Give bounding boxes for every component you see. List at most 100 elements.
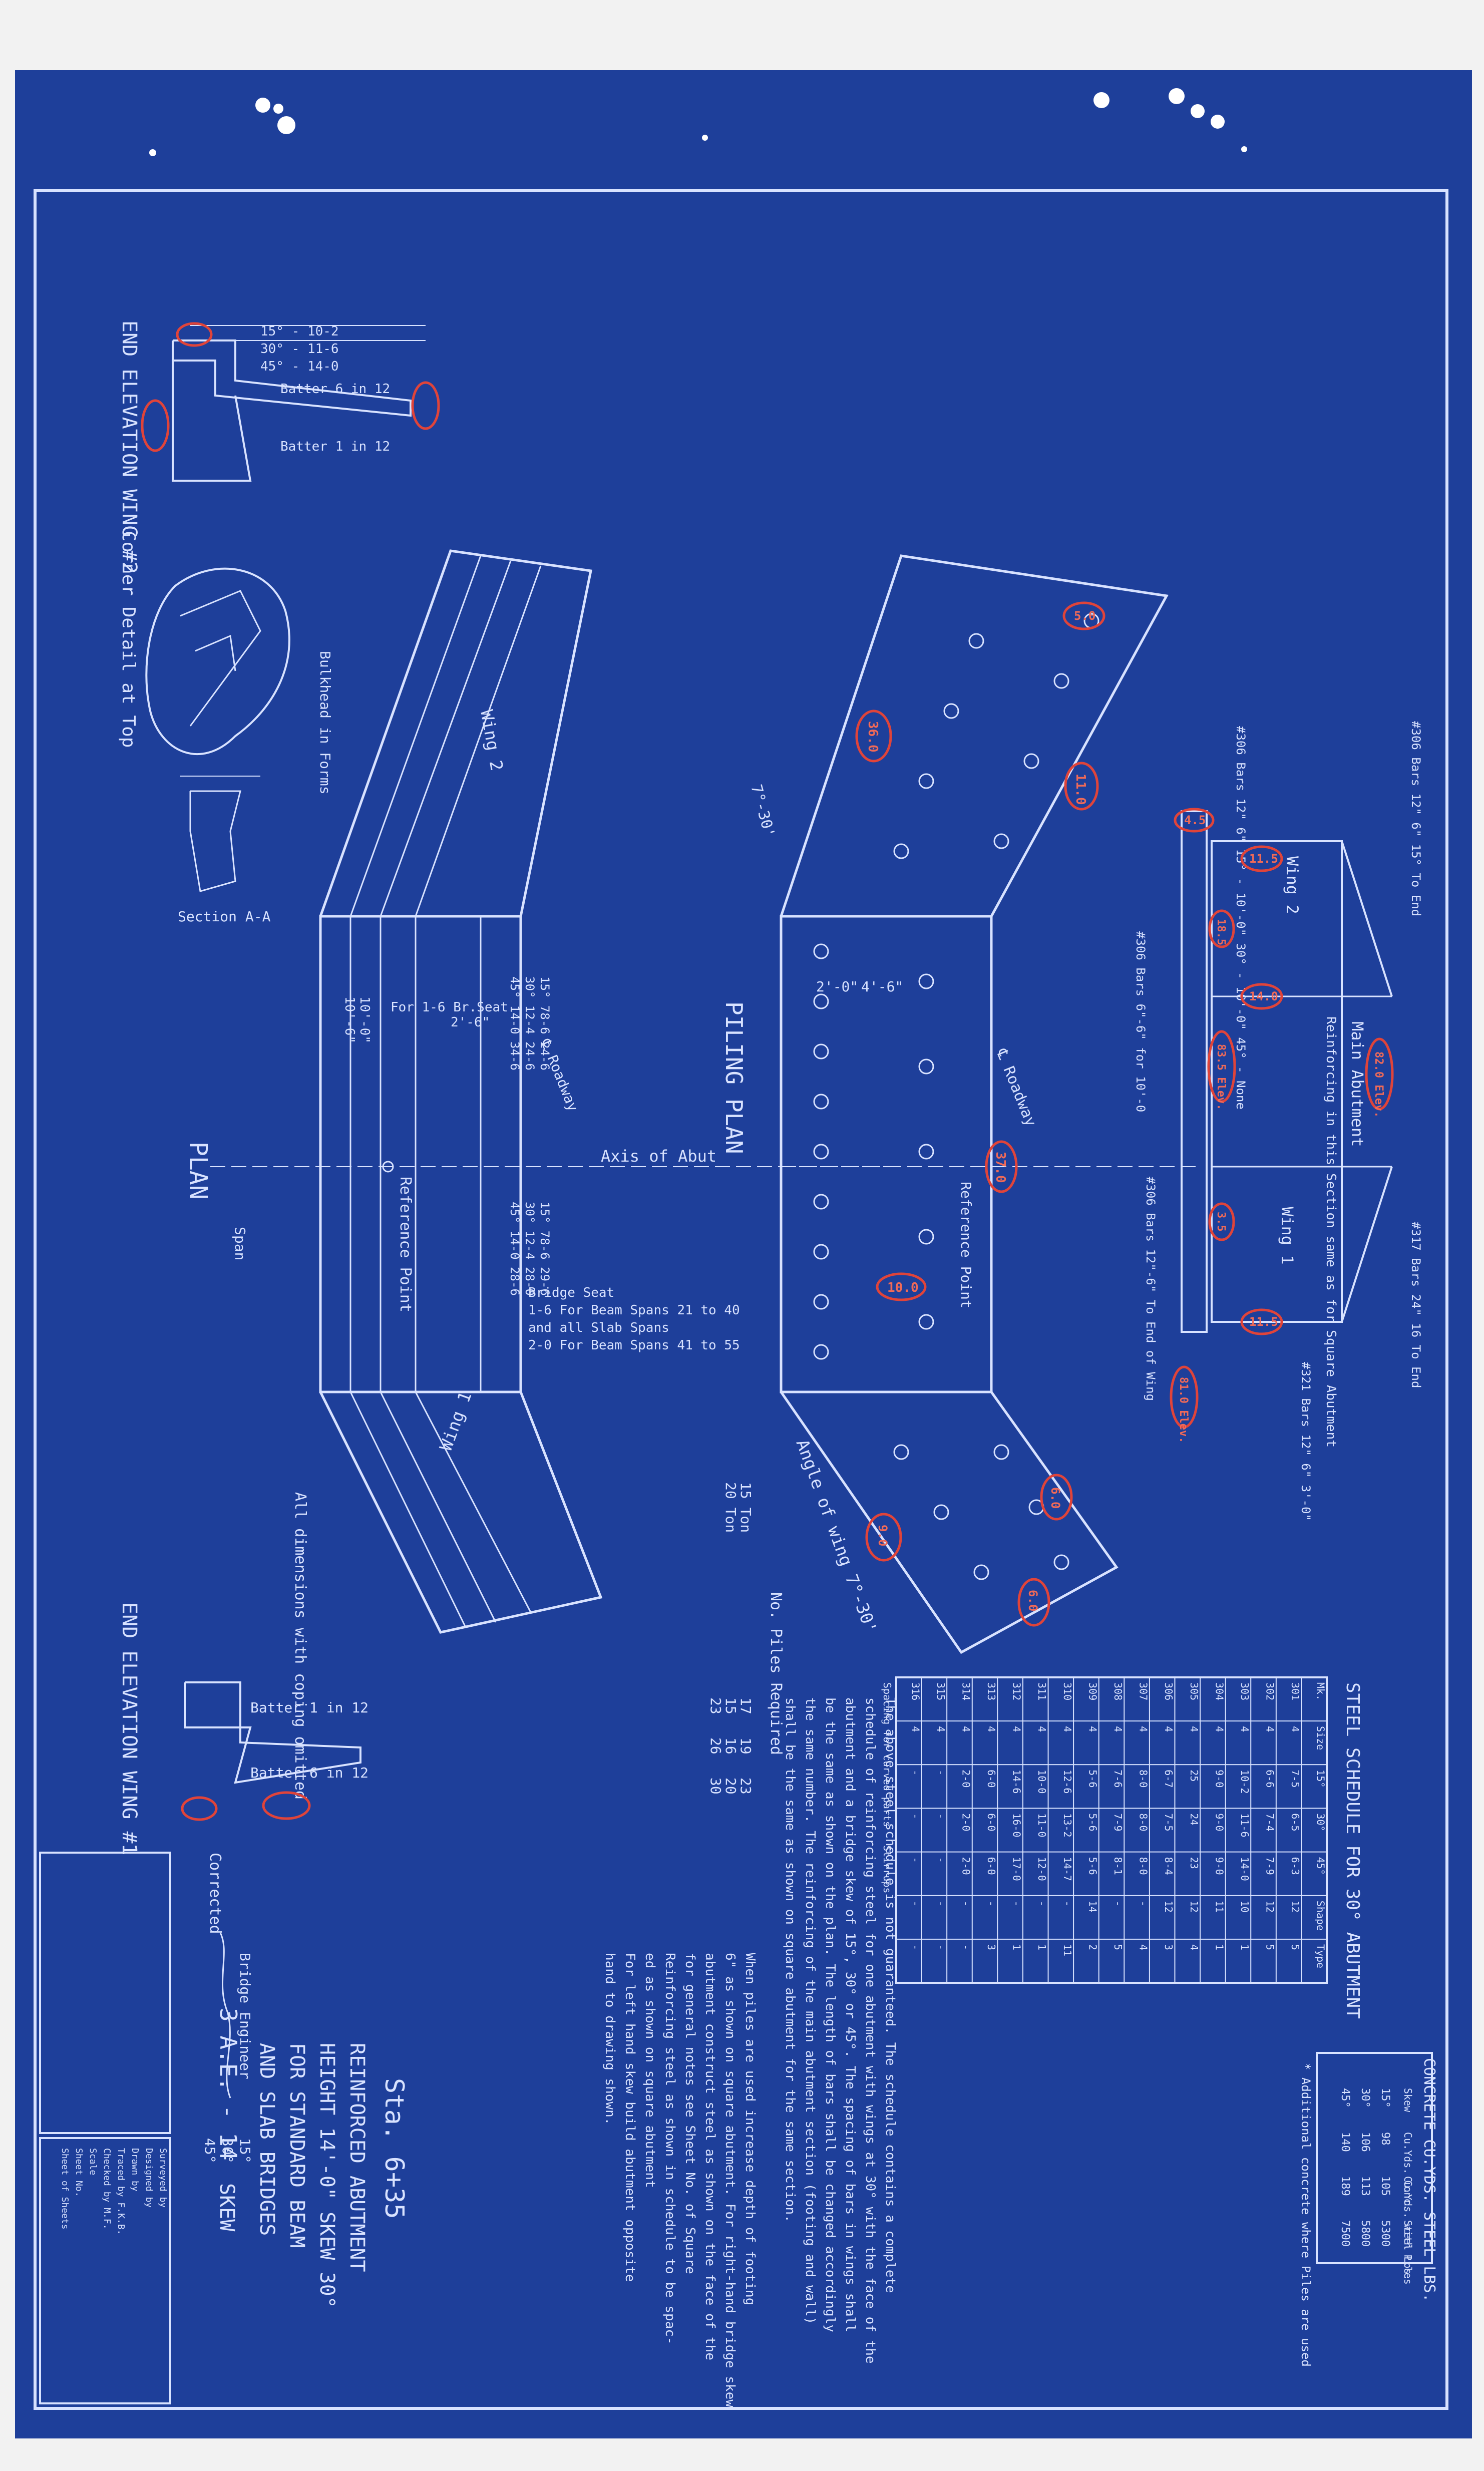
schedule-cell: 11-0 (1036, 1813, 1048, 1837)
concrete-header: Cu.Yds. with Piles (1402, 2176, 1414, 2285)
credit-line: Drawn by (130, 2148, 140, 2192)
end-elevation-wing-2-title: END ELEVATION WING #2 (118, 320, 141, 574)
schedule-cell: 4 (985, 1726, 997, 1732)
credit-line: Designed by (144, 2148, 154, 2208)
schedule-cell: 1 (1239, 1944, 1251, 1950)
svg-text:CONCRETE CU.YDS. STEEL LBS.: CONCRETE CU.YDS. STEEL LBS. (1420, 2058, 1438, 2302)
schedule-cell: 2 (1086, 1944, 1098, 1950)
schedule-cell: 12 (1264, 1901, 1276, 1913)
concrete-cell: 140 (1339, 2132, 1351, 2152)
schedule-cell: - (960, 1944, 972, 1950)
note-line: abutment construct steel as shown on the… (702, 1953, 717, 2360)
credit-line: Surveyed by (158, 2148, 168, 2208)
concrete-cell: 5800 (1359, 2220, 1371, 2247)
schedule-cell: 5 (1289, 1944, 1301, 1950)
schedule-cell: 302 (1264, 1682, 1276, 1700)
end-elevation-wing-2: END ELEVATION WING #2 15° - 10-2 30° - 1… (118, 320, 440, 574)
schedule-cell: 4 (1061, 1726, 1073, 1732)
note-line: The above steel schedule is not guarante… (883, 1697, 898, 2293)
schedule-cell: 5-6 (1086, 1770, 1098, 1788)
svg-text:30: 30 (707, 1778, 724, 1795)
svg-text:45° 14-0 34-6: 45° 14-0 34-6 (508, 976, 522, 1071)
concrete-cell: 98 (1379, 2132, 1391, 2146)
schedule-cell: 316 (909, 1682, 921, 1700)
svg-text:11.5: 11.5 (1249, 852, 1278, 866)
schedule-cell: - (1036, 1901, 1048, 1907)
svg-text:15° 78-6 24-6: 15° 78-6 24-6 (538, 976, 552, 1071)
svg-text:18.5: 18.5 (1215, 919, 1227, 945)
svg-text:4.5: 4.5 (1184, 813, 1206, 827)
schedule-cell: 9-0 (1213, 1770, 1225, 1788)
concrete-cell: 189 (1339, 2176, 1351, 2196)
top-margin (0, 0, 1484, 70)
note-line: abutment and a bridge skew of 15°, 30° o… (843, 1697, 858, 2332)
credit-line: Checked by M.F. (102, 2148, 112, 2230)
schedule-cell: 6-3 (1289, 1857, 1301, 1875)
end-elevation-wing-1: END ELEVATION WING #1 Batter 1 in 12 Bat… (118, 1602, 368, 1856)
svg-text:20 Ton: 20 Ton (722, 1482, 739, 1533)
concrete-cell: 45° (1339, 2088, 1351, 2108)
note-line: Reinforcing steel as shown in schedule t… (662, 1953, 677, 2345)
schedule-cell: 4 (1213, 1726, 1225, 1732)
corner-detail: Corner Detail at Top Section A-A (118, 531, 290, 925)
concrete-cell: 113 (1359, 2176, 1371, 2196)
svg-text:15° - 10-2: 15° - 10-2 (260, 324, 339, 339)
note-line: ed as shown on square abutment (642, 1953, 657, 2188)
svg-text:Axis of Abut: Axis of Abut (601, 1147, 716, 1166)
schedule-header: 30° (1315, 1813, 1327, 1831)
schedule-cell: - (935, 1813, 947, 1819)
svg-text:Bulkhead in Forms: Bulkhead in Forms (317, 651, 333, 795)
abutment-elevation: Wing 2 Wing 1 Main Abutment Reinforcing … (1134, 721, 1423, 1521)
svg-text:* Additional concrete where Pi: * Additional concrete where Piles are us… (1299, 2063, 1313, 2367)
svg-text:15°: 15° (237, 2138, 253, 2164)
concrete-header: Steel Lbs. (1402, 2220, 1414, 2280)
svg-text:#306 Bars 12"-6" To End of Win: #306 Bars 12"-6" To End of Wing (1144, 1177, 1158, 1401)
svg-text:4'-6": 4'-6" (861, 978, 903, 995)
schedule-cell: - (960, 1901, 972, 1907)
schedule-cell: 4 (1188, 1726, 1200, 1732)
schedule-cell: 307 (1138, 1682, 1150, 1700)
schedule-cell: 6-7 (1163, 1770, 1175, 1788)
svg-text:45° - 14-0: 45° - 14-0 (260, 359, 339, 374)
schedule-cell: - (1061, 1901, 1073, 1907)
schedule-cell: 1 (1213, 1944, 1225, 1950)
schedule-cell: 301 (1289, 1682, 1301, 1700)
svg-text:26: 26 (707, 1737, 724, 1754)
svg-text:PILING PLAN: PILING PLAN (720, 1001, 748, 1154)
concrete-cell: 15° (1379, 2088, 1391, 2108)
svg-text:20: 20 (722, 1778, 739, 1795)
schedule-header: Size (1315, 1726, 1327, 1750)
schedule-cell: 12 (1188, 1901, 1200, 1913)
schedule-cell: 9-0 (1213, 1857, 1225, 1875)
schedule-cell: 8-1 (1112, 1857, 1124, 1875)
schedule-cell: - (1138, 1901, 1150, 1907)
note-line: hand to drawing shown. (602, 1953, 617, 2125)
svg-text:15° 78-6 29-6: 15° 78-6 29-6 (538, 1202, 552, 1296)
concrete-cell: 106 (1359, 2132, 1371, 2152)
schedule-cell: 4 (1138, 1726, 1150, 1732)
svg-text:15 Ton: 15 Ton (737, 1482, 754, 1533)
schedule-cell: 5 (1264, 1944, 1276, 1950)
note-line: When piles are used increase depth of fo… (743, 1953, 758, 2305)
schedule-cell: 25 (1188, 1770, 1200, 1782)
schedule-cell: 23 (1188, 1857, 1200, 1869)
schedule-cell: - (909, 1901, 921, 1907)
schedule-cell: 5 (1112, 1944, 1124, 1950)
svg-text:2'-0": 2'-0" (816, 978, 858, 995)
schedule-cell: 311 (1036, 1682, 1048, 1700)
schedule-cell: - (935, 1857, 947, 1863)
svg-text:11.5: 11.5 (1249, 1315, 1278, 1329)
schedule-cell: 7-9 (1264, 1857, 1276, 1875)
right-margin (1472, 0, 1484, 2471)
svg-text:PLAN: PLAN (184, 1142, 212, 1200)
schedule-cell: 3 (985, 1944, 997, 1950)
schedule-cell: 8-0 (1138, 1813, 1150, 1831)
schedule-cell: - (935, 1944, 947, 1950)
schedule-cell: 12 (1163, 1901, 1175, 1913)
svg-text:HEIGHT 14'-0" SKEW 30°: HEIGHT 14'-0" SKEW 30° (315, 2043, 338, 2308)
schedule-cell: 11 (1213, 1901, 1225, 1913)
schedule-cell: 11 (1061, 1944, 1073, 1956)
schedule-cell: 6-6 (1264, 1770, 1276, 1788)
schedule-cell: 1 (1011, 1944, 1023, 1950)
schedule-cell: 10 (1239, 1901, 1251, 1913)
